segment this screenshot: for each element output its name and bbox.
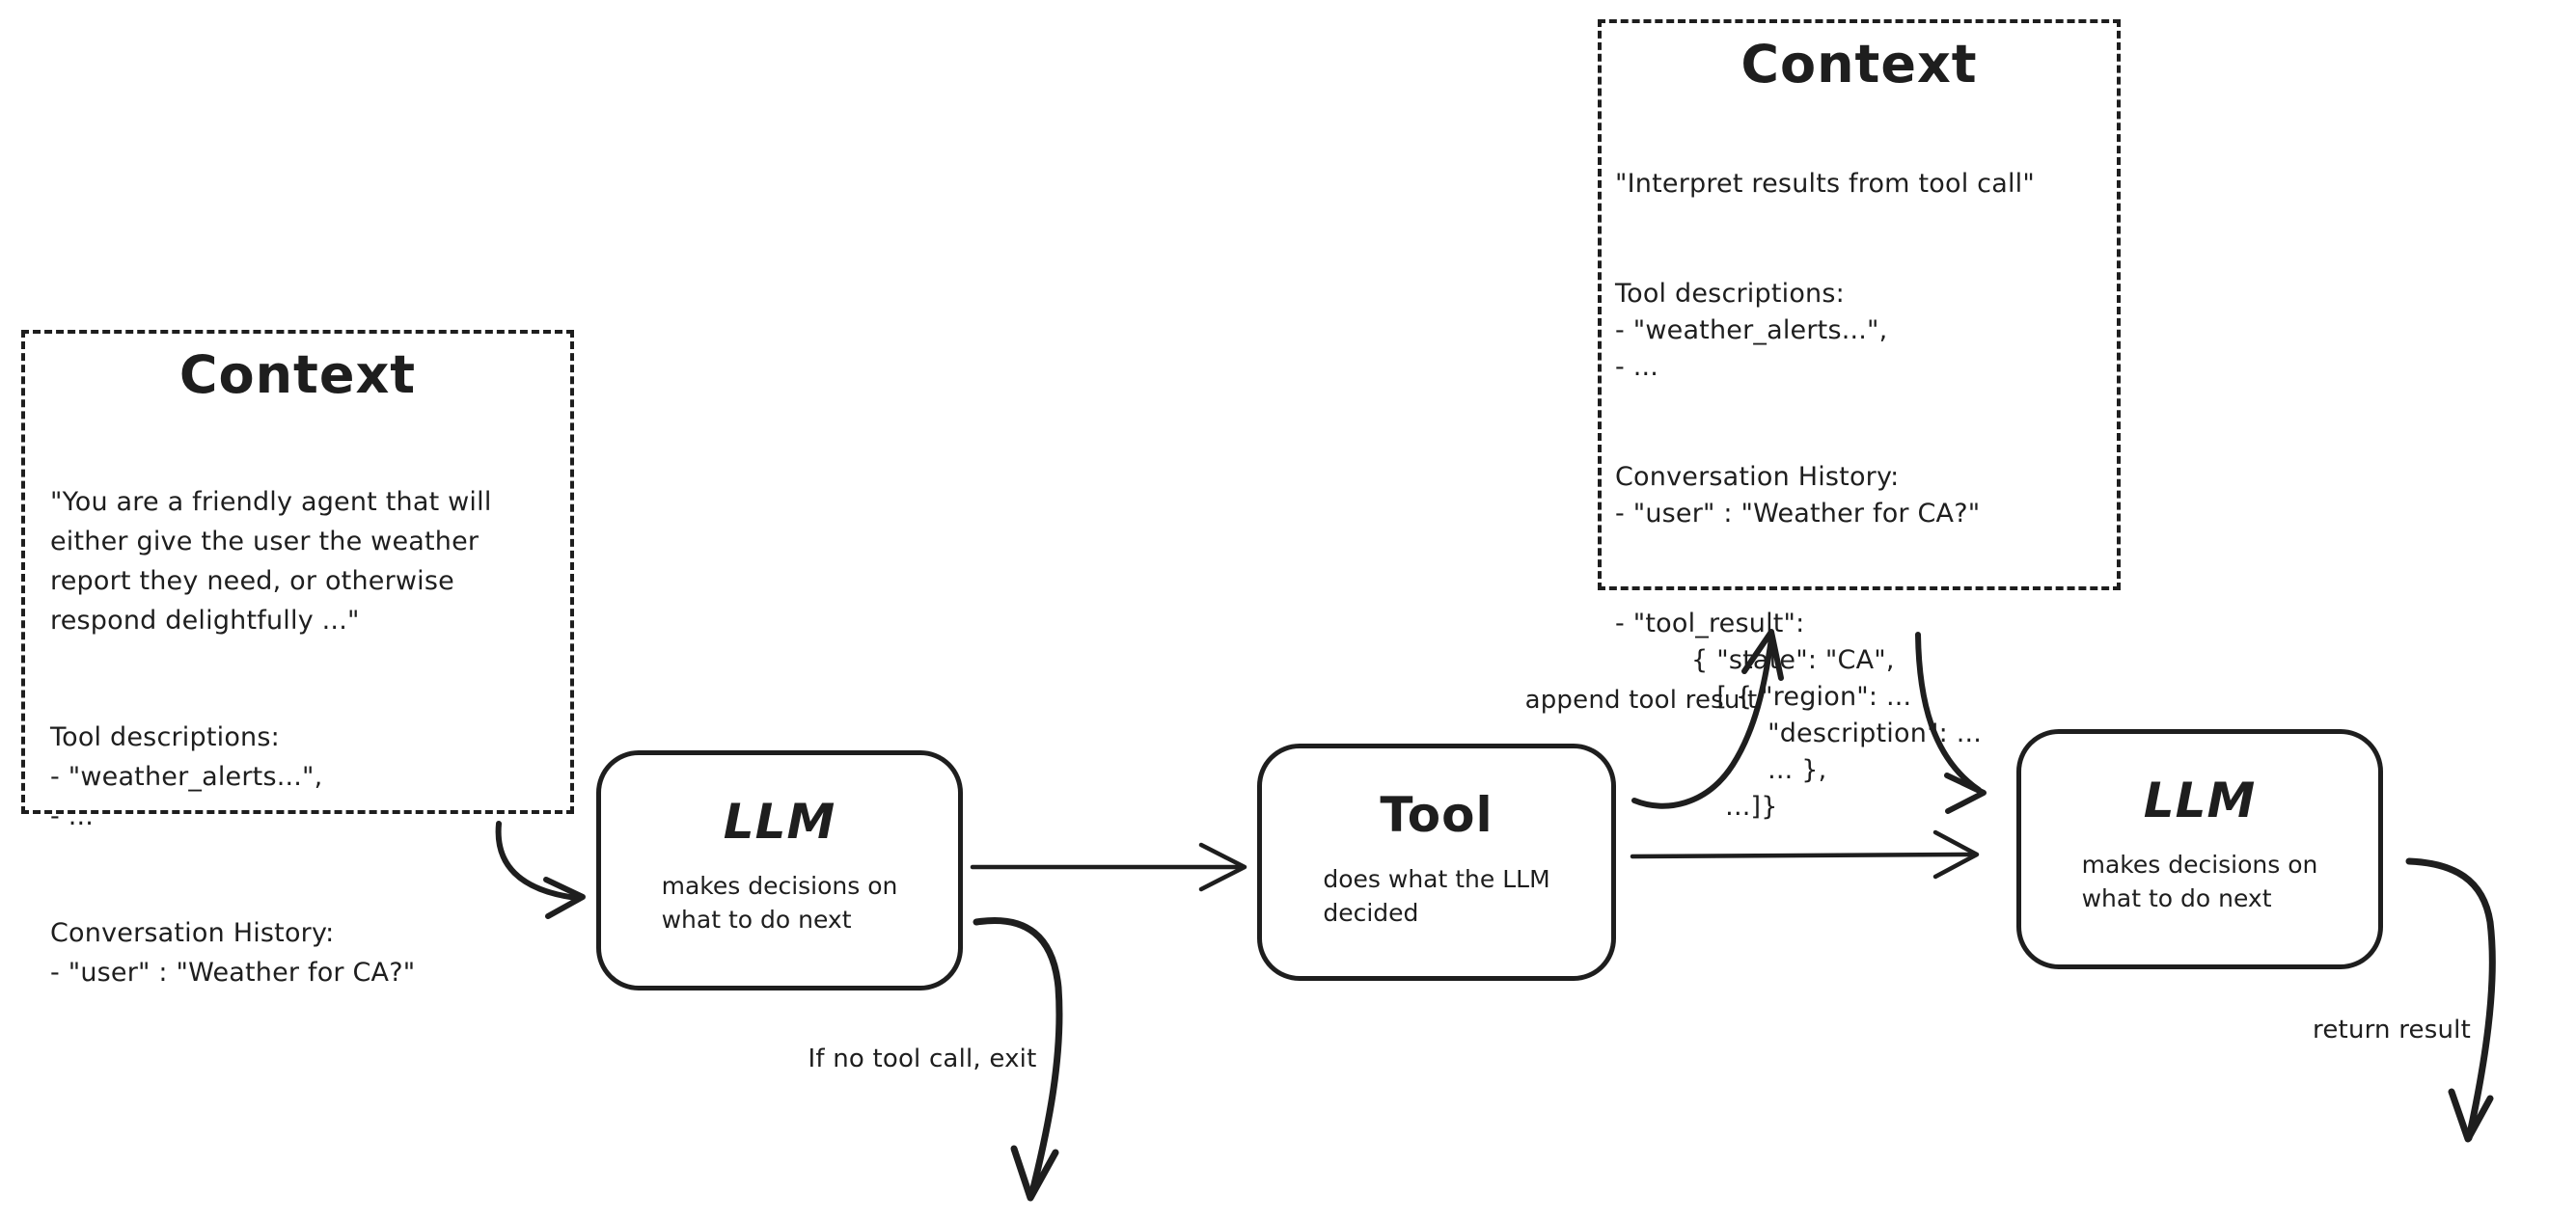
llm-node-2-title: LLM [2143, 773, 2257, 828]
edge-label-append-tool-result: append tool result [1524, 686, 1758, 715]
context-left-body: "You are a friendly agent that will eith… [50, 422, 570, 1070]
context-top-body: "Interpret results from tool call" Tool … [1615, 106, 2117, 899]
system-prompt-text: "You are a friendly agent that will eith… [50, 487, 492, 636]
context-box-left: Context "You are a friendly agent that w… [21, 330, 574, 988]
tool-descriptions-text: Tool descriptions: - "weather_alerts..."… [50, 722, 323, 831]
context-left-title: Context [178, 344, 417, 405]
llm-node-2: LLM makes decisions on what to do next [2016, 729, 2383, 969]
arrow-llm1-to-tool-icon [970, 842, 1247, 892]
tool-result-text: - "tool_result": { "state": "CA", [ { "r… [1615, 609, 1983, 822]
tool-node-subtitle: does what the LLM decided [1323, 865, 1550, 927]
conversation-history-text: Conversation History: - "user" : "Weathe… [1615, 462, 1981, 529]
edge-label-if-no-tool-call-exit: If no tool call, exit [808, 1045, 1037, 1073]
context-top-title: Context [1740, 34, 1978, 95]
conversation-history-text: Conversation History: - "user" : "Weathe… [50, 918, 416, 988]
arrow-llm2-return-icon [2405, 857, 2496, 1143]
interpret-results-text: "Interpret results from tool call" [1615, 169, 2035, 199]
edge-label-return-result: return result [2313, 1016, 2471, 1045]
llm-node-1-subtitle: makes decisions on what to do next [661, 872, 898, 934]
tool-descriptions-text: Tool descriptions: - "weather_alerts..."… [1615, 279, 1888, 382]
llm-node-1: LLM makes decisions on what to do next [596, 750, 963, 990]
llm-node-2-subtitle: makes decisions on what to do next [2081, 851, 2318, 912]
llm-node-1-title: LLM [723, 794, 836, 850]
context-box-top: Context "Interpret results from tool cal… [1598, 19, 2121, 822]
tool-node: Tool does what the LLM decided [1257, 744, 1616, 981]
tool-node-title: Tool [1380, 787, 1494, 843]
